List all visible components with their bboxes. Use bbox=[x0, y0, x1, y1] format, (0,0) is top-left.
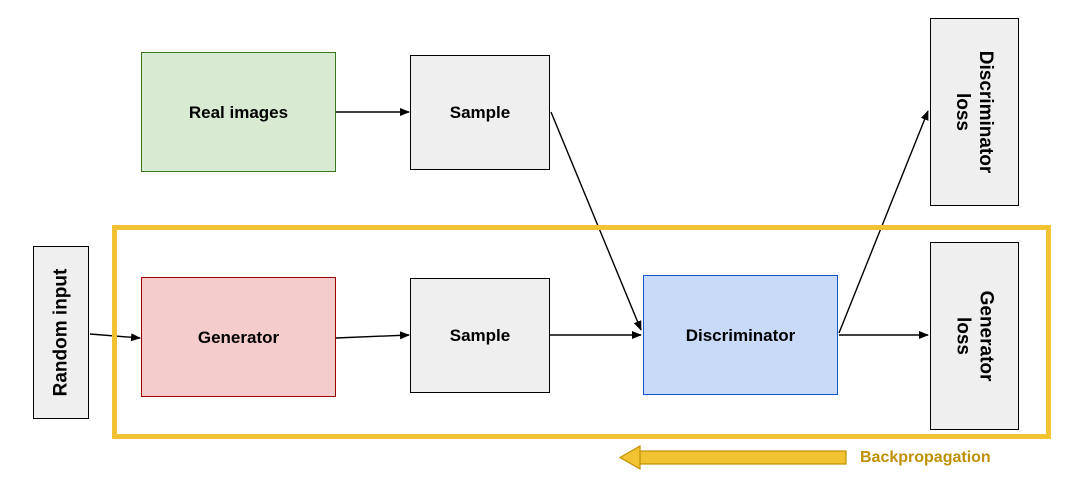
generator-box: Generator bbox=[141, 277, 336, 397]
generator-label: Generator bbox=[197, 327, 280, 347]
discriminator-loss-box: Discriminator loss bbox=[930, 18, 1019, 206]
sample-generated-label: Sample bbox=[449, 326, 511, 345]
backpropagation-label: Backpropagation bbox=[860, 449, 991, 466]
sample-real-label: Sample bbox=[449, 103, 511, 122]
backpropagation-highlight-frame bbox=[112, 225, 1051, 439]
edge-generator-to-sample bbox=[335, 331, 410, 340]
real-images-label: Real images bbox=[188, 102, 289, 122]
discriminator-box: Discriminator bbox=[643, 275, 838, 395]
random-input-label: Random input bbox=[50, 268, 72, 397]
sample-generated-box: Sample bbox=[410, 278, 550, 393]
edge-discriminator-to-discriminator-loss bbox=[838, 110, 929, 334]
edge-sample-to-discriminator bbox=[550, 111, 642, 331]
discriminator-label: Discriminator bbox=[685, 325, 796, 345]
random-input-box: Random input bbox=[33, 246, 89, 419]
generator-loss-box: Generator loss bbox=[930, 242, 1019, 430]
real-images-box: Real images bbox=[141, 52, 336, 172]
backpropagation-arrow-icon bbox=[618, 444, 847, 471]
sample-real-box: Sample bbox=[410, 55, 550, 170]
generator-loss-label: Generator loss bbox=[952, 290, 997, 382]
discriminator-loss-label: Discriminator loss bbox=[952, 50, 997, 174]
